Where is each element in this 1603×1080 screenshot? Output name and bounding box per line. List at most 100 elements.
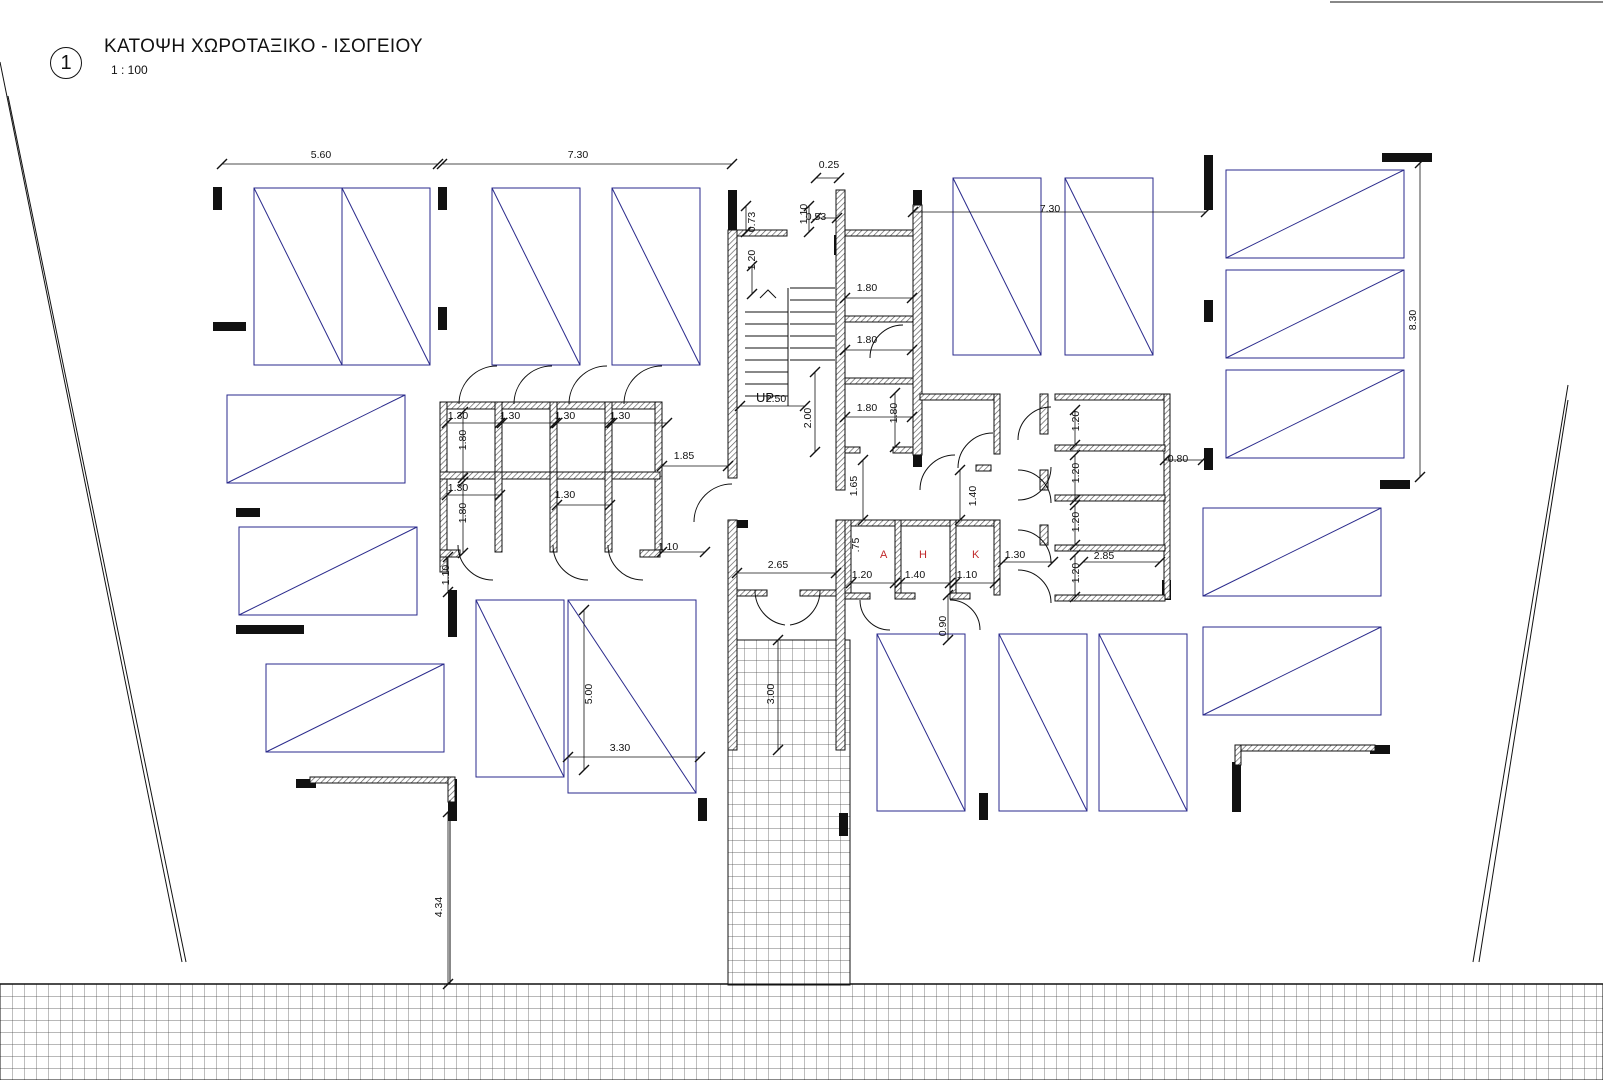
dimension-tick: [831, 212, 843, 224]
wall: [844, 592, 871, 600]
column: [213, 187, 222, 210]
parking-space: [1225, 369, 1405, 459]
dimension-tick: [606, 417, 618, 429]
dimension-tick: [772, 744, 784, 756]
wall: [844, 315, 916, 323]
dimension-tick: [954, 514, 966, 526]
dimension-tick: [441, 417, 453, 429]
dimension-tick: [1069, 499, 1081, 511]
wall: [727, 229, 738, 479]
dimension-tick: [1077, 556, 1089, 568]
dimension-tick: [942, 589, 954, 601]
parking-diagonal: [238, 526, 418, 616]
dimension-value: 3.00: [765, 684, 777, 705]
dimension-value: 4.34: [433, 897, 445, 918]
wall: [1054, 544, 1166, 552]
dimension-value: 1.20: [746, 250, 758, 271]
wall: [1234, 744, 1376, 752]
dimension-tick: [809, 446, 821, 458]
parking-diagonal: [265, 663, 445, 753]
dimension-value: 1.80: [457, 503, 469, 524]
dimension-tick: [857, 454, 869, 466]
dimension-tick: [1069, 591, 1081, 603]
dimension-value: 1.80: [857, 334, 878, 346]
dimension-tick: [494, 489, 506, 501]
dimension-tick: [740, 200, 752, 212]
dimension-value: 1.10: [957, 569, 978, 581]
dimension-tick: [1069, 439, 1081, 451]
site-boundary: [0, 1, 1603, 963]
dimension-tick: [442, 978, 454, 990]
dimension-tick: [809, 366, 821, 378]
parking-space: [341, 187, 431, 366]
dimension-tick: [1069, 539, 1081, 551]
dimension-tick: [803, 226, 815, 238]
dimension-tick: [549, 417, 561, 429]
dimension-value: 0.90: [937, 616, 949, 637]
column: [438, 307, 447, 330]
dimension-tick: [894, 577, 906, 589]
dimension-value: 2.85: [1094, 550, 1115, 562]
parking-diagonal: [475, 599, 565, 778]
hatched-walls: [309, 189, 1376, 803]
dimension-tick: [656, 460, 668, 472]
parking-diagonal: [341, 187, 431, 366]
dimension-tick: [906, 344, 918, 356]
wall: [604, 471, 613, 553]
column: [1382, 153, 1432, 162]
dimension-tick: [839, 292, 851, 304]
parking-space: [952, 177, 1042, 356]
dimension-value: 2.50: [766, 393, 787, 405]
parking-diagonal: [1202, 626, 1382, 716]
drawing-scale: 1 : 100: [111, 63, 148, 77]
dimension-tick: [604, 499, 616, 511]
wall: [1054, 494, 1166, 502]
dimension-tick: [1047, 556, 1059, 568]
dimension-tick: [889, 387, 901, 399]
dimension-value: 3.30: [610, 742, 631, 754]
dimension-value: 1.80: [857, 282, 878, 294]
wall: [993, 393, 1001, 455]
dimension-value: 0.25: [819, 159, 840, 171]
parking-space: [1225, 169, 1405, 259]
wall: [894, 592, 916, 600]
parking-diagonal: [998, 633, 1088, 812]
wall: [844, 377, 916, 385]
wall: [949, 592, 971, 600]
dimension-tick: [997, 556, 1009, 568]
dimension-value: 1.30: [500, 410, 521, 422]
parking-space: [1202, 507, 1382, 597]
dimension-tick: [457, 547, 469, 559]
dimension-tick: [694, 751, 706, 763]
dimension-tick: [907, 206, 919, 218]
dimension-tick: [810, 212, 822, 224]
wall: [549, 471, 558, 553]
dimension-value: 1.20: [1070, 563, 1082, 584]
dimension-tick: [496, 417, 508, 429]
room-label-k: K: [972, 549, 980, 561]
wall: [975, 464, 992, 472]
dimension-value: 1.85: [674, 450, 695, 462]
dimension-tick: [436, 158, 448, 170]
dimension-tick: [803, 200, 815, 212]
dimension-tick: [734, 400, 746, 412]
dimension-tick: [551, 417, 563, 429]
column: [1370, 745, 1390, 754]
dimension-tick: [954, 464, 966, 476]
column: [728, 520, 748, 528]
column: [236, 508, 260, 517]
column: [913, 447, 922, 467]
parking-space: [226, 394, 406, 484]
parking-space: [265, 663, 445, 753]
dimension-tick: [1069, 404, 1081, 416]
parking-diagonal: [611, 187, 701, 366]
wall: [439, 549, 461, 558]
dimension-tick: [442, 551, 454, 563]
dimension-tick: [830, 567, 842, 579]
dimension-value: 0.80: [1168, 453, 1189, 465]
dimension-tick: [746, 288, 758, 300]
dimension-tick: [442, 586, 454, 598]
